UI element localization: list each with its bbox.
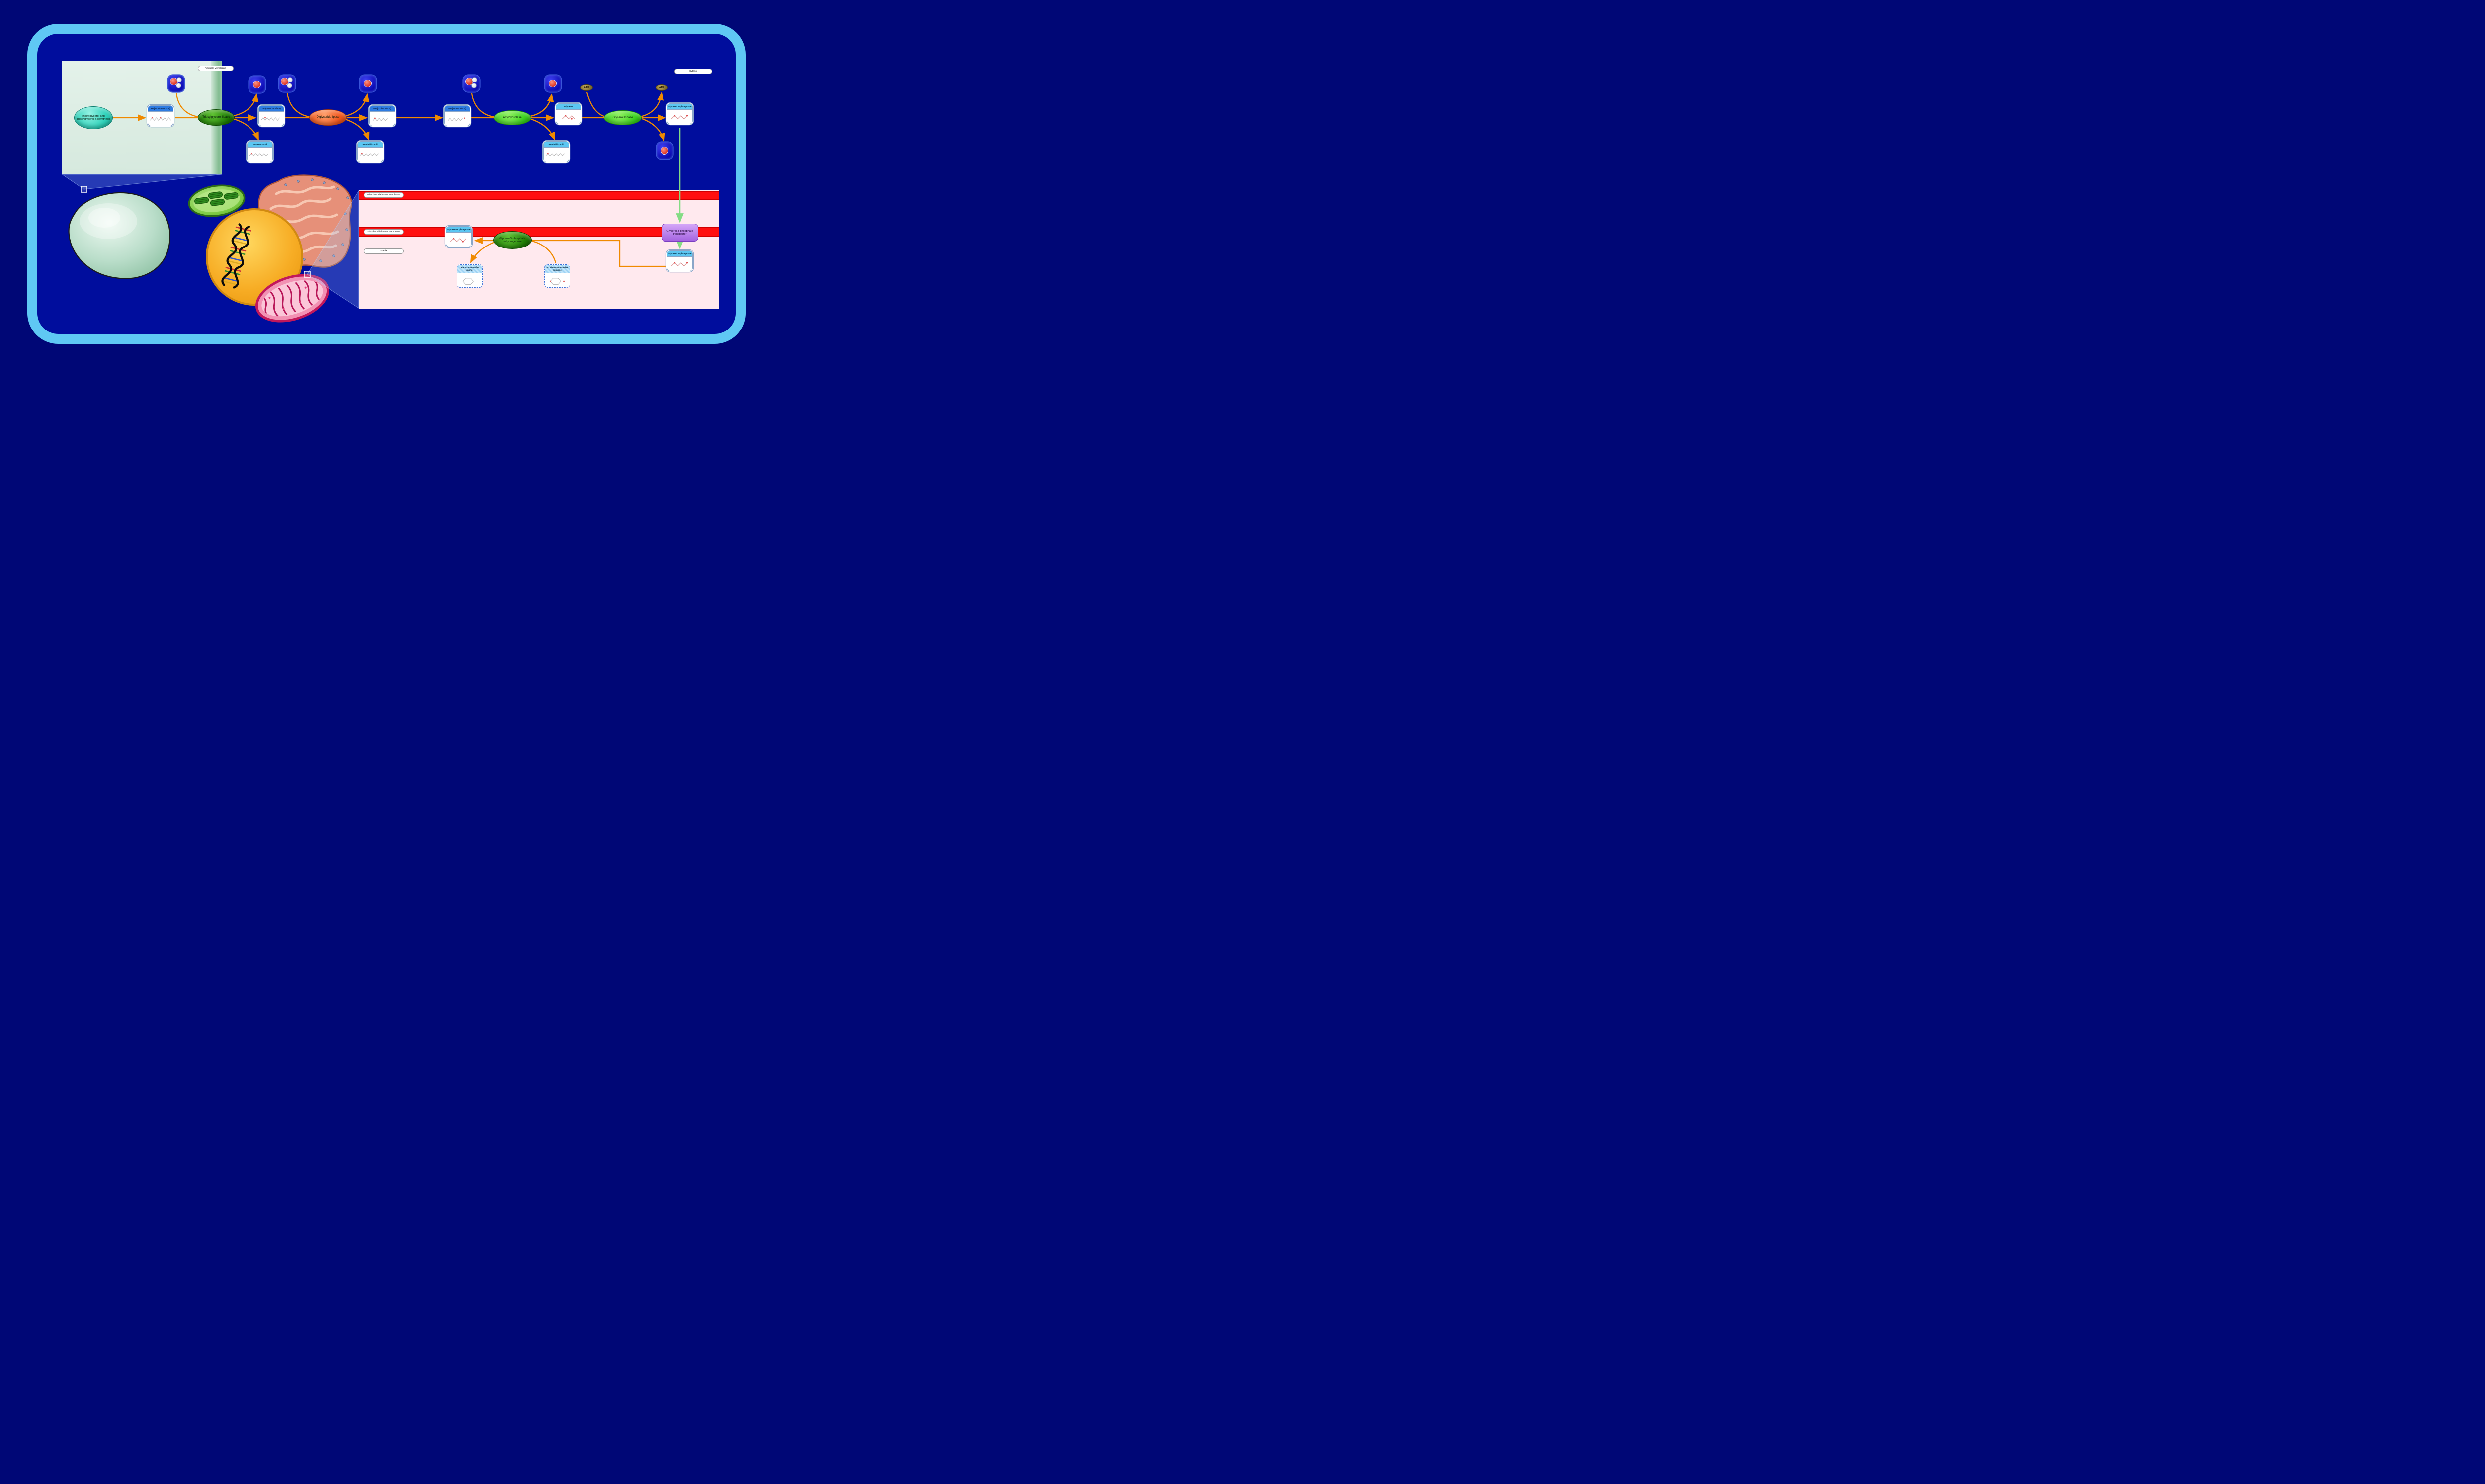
- molecule-structure: [457, 273, 482, 287]
- mito-outer-membrane-band: [359, 191, 719, 200]
- red-molecule-icon[interactable]: [657, 142, 673, 159]
- metabolite-g3p-box-matrix[interactable]: Glycerol 3-phosphate: [667, 250, 693, 271]
- molecule-structure: [667, 109, 692, 124]
- molecule-structure: [148, 111, 173, 126]
- molecule-structure: [248, 147, 272, 162]
- molecule-structure: [667, 256, 692, 271]
- metabolite-glycerol-box[interactable]: Glycerol: [556, 103, 581, 124]
- red-molecule-icon[interactable]: [249, 76, 265, 93]
- metabolite-label: Glycerone phosphate: [446, 227, 471, 233]
- water-molecule-icon[interactable]: [463, 75, 480, 92]
- metabolite-g3p-box-cytosol[interactable]: Glycerol 3-phosphate: [667, 103, 693, 124]
- water-molecule-icon[interactable]: [168, 75, 184, 92]
- molecule-structure: [259, 111, 284, 126]
- molecule-structure: [556, 109, 581, 124]
- metabolite-label: Arachidic acid: [544, 142, 569, 148]
- metabolite-label: TG(20:0/20:0/22:0): [148, 106, 173, 112]
- metabolite-arachidic-acid-box-1[interactable]: Arachidic acid: [357, 141, 383, 162]
- enzyme-g3p-dehydrogenase[interactable]: Glycerol-3-phosphate dehydrogenase: [493, 231, 532, 249]
- metabolite-mg-box-2[interactable]: MG(20:0/0:0/0:0): [444, 105, 470, 126]
- molecule-structure: [446, 232, 471, 247]
- metabolite-label: MG(0:0/20:0/0:0): [370, 106, 395, 112]
- metabolite-label: Behenic acid: [248, 142, 272, 148]
- enzyme-acylhydrolase[interactable]: Acylhydrolase: [494, 110, 531, 125]
- metabolite-label: DG(20:0/20:0/0:0): [259, 106, 284, 112]
- mitochondrion-zoom-panel: [359, 190, 719, 309]
- g3p-transporter-node[interactable]: Glycerol 3-phosphate transporter: [662, 224, 698, 242]
- enzyme-glycerol-kinase[interactable]: Glycerol kinase: [604, 110, 642, 125]
- water-molecule-icon[interactable]: [279, 75, 295, 92]
- adp-chip[interactable]: ADP: [656, 84, 668, 91]
- molecule-structure: [445, 111, 470, 126]
- metabolite-label: an electron-transfer quinone: [545, 265, 570, 273]
- metabolite-glycerone-phosphate-box[interactable]: Glycerone phosphate: [446, 226, 472, 247]
- metabolite-label: Glycerol 3-phosphate: [667, 104, 692, 110]
- molecule-structure: [358, 147, 383, 162]
- vacuole-membrane-label: Vacuole Membrane: [198, 66, 234, 72]
- metabolite-mg-box-1[interactable]: MG(0:0/20:0/0:0): [369, 105, 395, 126]
- red-molecule-icon[interactable]: [360, 75, 376, 92]
- enzyme-diglyceride-lipase[interactable]: Diglyceride lipase: [309, 109, 347, 126]
- pathway-diagram: Vacuole Membrane Cytosol Mitochondrial O…: [0, 0, 782, 371]
- red-molecule-icon[interactable]: [545, 75, 561, 92]
- molecule-structure: [544, 147, 569, 162]
- mito-outer-membrane-label: Mitochondrial Outer Membrane: [364, 192, 404, 198]
- metabolite-tg-box[interactable]: TG(20:0/20:0/22:0): [148, 105, 173, 126]
- mito-inner-membrane-label: Mitochondrial Inner Membrane: [364, 229, 404, 235]
- enzyme-triacylglycerol-lipase[interactable]: Triacylglycerol lipase: [198, 109, 235, 126]
- metabolite-dg-box[interactable]: DG(20:0/20:0/0:0): [258, 105, 284, 126]
- molecule-structure: [545, 273, 570, 287]
- metabolite-label: Glycerol: [556, 104, 581, 110]
- metabolite-label: MG(20:0/0:0/0:0): [445, 106, 470, 112]
- metabolite-behenic-acid-box[interactable]: Behenic acid: [247, 141, 273, 162]
- matrix-label: Matrix: [364, 248, 404, 254]
- atp-chip[interactable]: ATP: [580, 84, 593, 91]
- metabolite-arachidic-acid-box-2[interactable]: Arachidic acid: [543, 141, 569, 162]
- metabolite-quinol-box[interactable]: electron-transfer quinol: [457, 264, 483, 288]
- metabolite-label: Arachidic acid: [358, 142, 383, 148]
- molecule-structure: [370, 111, 395, 126]
- cytosol-label: Cytosol: [674, 69, 712, 75]
- metabolite-label: electron-transfer quinol: [457, 265, 482, 273]
- metabolite-quinone-box[interactable]: an electron-transfer quinone: [544, 264, 570, 288]
- metabolite-label: Glycerol 3-phosphate: [667, 251, 692, 257]
- pathway-node-biosynthesis[interactable]: Diacylglycerol and Triacylglycerol Biosy…: [74, 106, 113, 129]
